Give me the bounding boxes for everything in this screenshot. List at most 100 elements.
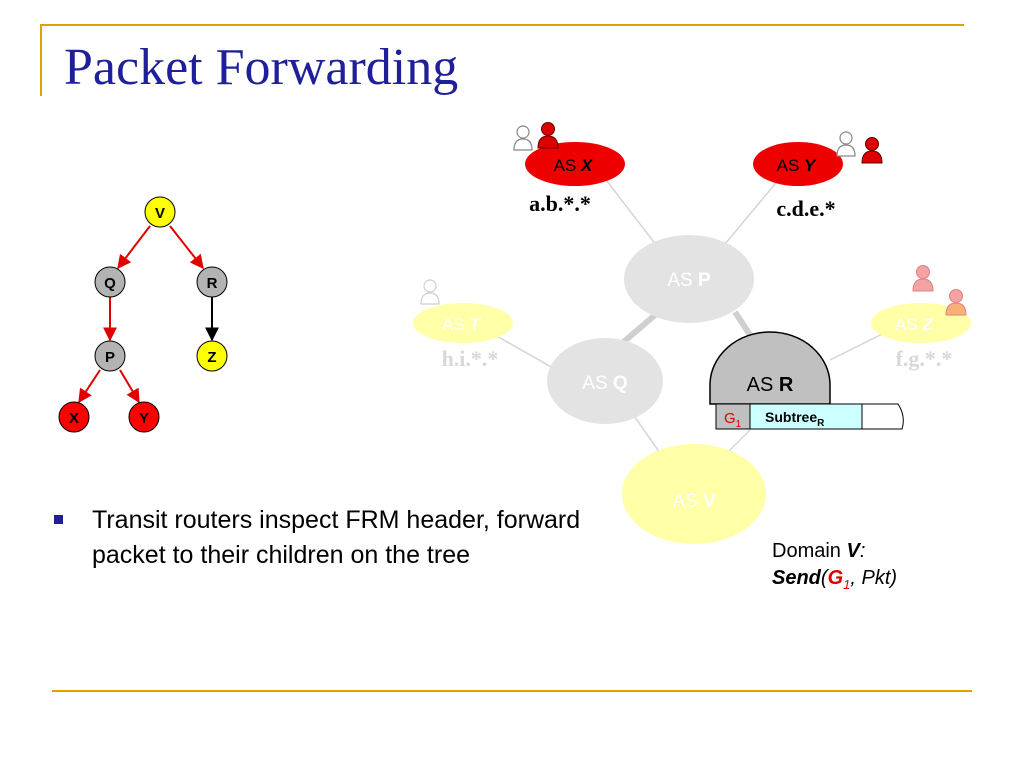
tree-node-p-circle <box>94 340 126 372</box>
as-q-name: Q <box>613 373 628 394</box>
as-r-label: AS R <box>747 374 794 396</box>
caption-send: Send <box>772 567 821 589</box>
user-icon-x-red <box>537 122 559 149</box>
tree-node-x-label: X <box>69 410 79 427</box>
tree-node-z: Z <box>196 340 228 372</box>
as-t-name: T <box>470 315 482 334</box>
tree-node-y-label: Y <box>139 410 149 427</box>
as-y-name: Y <box>804 156 817 175</box>
as-t-prefix: AS <box>442 315 465 334</box>
as-t-label: AS T <box>442 315 481 334</box>
frm-header-g-label: G <box>724 410 736 427</box>
user-icon-y-outline <box>836 131 856 157</box>
as-z-label: AS Z <box>895 315 933 334</box>
tree-node-x-circle <box>58 401 90 433</box>
bullet-marker <box>54 515 63 524</box>
caption-line-2: Send(G1, Pkt) <box>772 565 897 598</box>
tree-node-y-circle <box>128 401 160 433</box>
as-v: AS V <box>622 444 766 544</box>
link-t-q <box>494 334 561 373</box>
caption-g: G <box>827 567 844 589</box>
caption-open-paren: ( <box>820 567 828 589</box>
link-x-p <box>599 171 661 251</box>
caption-rest: , Pkt) <box>850 567 898 589</box>
as-v-shape <box>622 444 766 544</box>
as-x-shape <box>525 142 625 186</box>
as-q-label: AS Q <box>582 373 627 394</box>
user-icon-x-outline <box>513 125 533 151</box>
as-q: AS Q <box>547 338 663 424</box>
link-y-p <box>719 171 786 251</box>
frm-header-subtree-sub: R <box>817 418 825 429</box>
frm-header-subtree-cell <box>749 403 863 430</box>
as-p-name: P <box>698 270 711 291</box>
as-x-address: a.b.*.* <box>529 191 591 216</box>
tree-node-v-circle <box>144 196 176 228</box>
tree-node-z-label: Z <box>207 349 216 366</box>
as-x-name: X <box>580 156 594 175</box>
tree-node-v: V <box>144 196 176 228</box>
tree-edge-p-y <box>119 369 140 404</box>
as-r-prefix: AS <box>747 374 774 396</box>
tree-node-p-label: P <box>105 349 115 366</box>
title-left-rule <box>40 24 42 96</box>
as-v-prefix: AS <box>672 491 697 512</box>
tree-node-r: R <box>196 266 228 298</box>
tree-node-q-label: Q <box>104 275 116 292</box>
as-y-shape <box>753 142 843 186</box>
caption-domain-word: Domain <box>772 540 841 562</box>
as-y-prefix: AS <box>777 156 800 175</box>
as-r: AS R <box>709 331 831 405</box>
user-icon-z-pink <box>912 265 934 292</box>
link-p-r <box>732 310 755 340</box>
as-p: AS P <box>624 235 754 323</box>
as-y-label: AS Y <box>777 156 817 175</box>
frm-header: G1 SubtreeR <box>715 403 904 430</box>
as-y-address: c.d.e.* <box>776 196 835 221</box>
tree-node-y: Y <box>128 401 160 433</box>
link-p-q <box>618 312 657 348</box>
as-z-prefix: AS <box>895 315 918 334</box>
as-r-name: R <box>779 374 794 396</box>
tree-node-q-circle <box>94 266 126 298</box>
slide-title: Packet Forwarding <box>64 39 459 96</box>
frm-header-subtree-label: Subtree <box>765 409 817 425</box>
as-p-label: AS P <box>667 270 711 291</box>
as-t-address: h.i.*.* <box>442 346 499 371</box>
as-z-address: f.g.*.* <box>896 346 953 371</box>
bullet-text: Transit routers inspect FRM header, forw… <box>92 506 581 569</box>
caption-g-sub: 1 <box>843 577 851 592</box>
as-q-shape <box>547 338 663 424</box>
user-icon-y-red <box>861 137 883 164</box>
tree-edge-v-q <box>117 225 151 270</box>
as-v-name: V <box>703 491 716 512</box>
as-q-prefix: AS <box>582 373 607 394</box>
caption-domain-name: V <box>846 540 860 562</box>
as-t-shape <box>413 303 513 343</box>
frm-header-g-sub: 1 <box>736 419 742 430</box>
as-p-prefix: AS <box>667 270 692 291</box>
tree-node-z-circle <box>196 340 228 372</box>
caption-colon: : <box>859 540 866 562</box>
top-rule <box>40 24 964 26</box>
domain-caption: Domain V: Send(G1, Pkt) <box>772 538 897 598</box>
link-z-r <box>829 329 891 361</box>
tree-edge-v-r <box>169 225 204 270</box>
tree-node-q: Q <box>94 266 126 298</box>
multicast-tree: V Q R P Z X Y <box>58 196 228 433</box>
as-r-shape <box>709 331 831 405</box>
user-icon-t-outline <box>420 279 440 305</box>
as-x: AS X a.b.*.* <box>525 142 625 216</box>
caption-line-1: Domain V: <box>772 538 897 565</box>
as-x-prefix: AS <box>554 156 577 175</box>
as-v-label: AS V <box>672 491 716 512</box>
tree-node-v-label: V <box>155 205 165 222</box>
tree-node-p: P <box>94 340 126 372</box>
tree-edge-p-x <box>78 369 101 404</box>
as-y: AS Y c.d.e.* <box>753 142 843 221</box>
bottom-rule <box>52 690 972 692</box>
as-network: AS P AS Q AS V AS R G1 SubtreeR AS X <box>413 122 971 544</box>
as-x-label: AS X <box>554 156 594 175</box>
frm-header-tail-cell <box>861 403 904 430</box>
